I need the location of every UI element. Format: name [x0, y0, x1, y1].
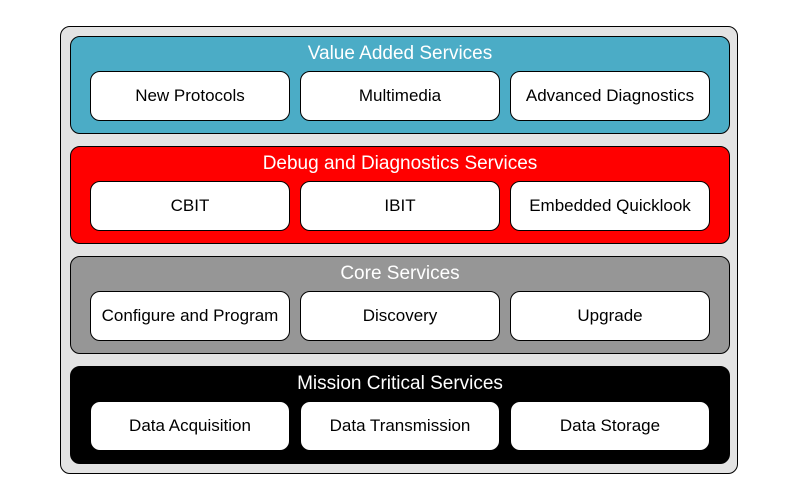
layer-debug-and-diagnostics-services: Debug and Diagnostics Services CBIT IBIT… — [70, 146, 730, 244]
service-box-cbit: CBIT — [90, 181, 290, 231]
layer-value-added-services: Value Added Services New Protocols Multi… — [70, 36, 730, 134]
layer-title: Mission Critical Services — [297, 373, 503, 394]
service-box-configure-and-program: Configure and Program — [90, 291, 290, 341]
service-box-multimedia: Multimedia — [300, 71, 500, 121]
service-box-new-protocols: New Protocols — [90, 71, 290, 121]
service-box-advanced-diagnostics: Advanced Diagnostics — [510, 71, 710, 121]
service-box-upgrade: Upgrade — [510, 291, 710, 341]
service-box-ibit: IBIT — [300, 181, 500, 231]
layer-core-services: Core Services Configure and Program Disc… — [70, 256, 730, 354]
service-box-data-acquisition: Data Acquisition — [90, 401, 290, 451]
service-box-discovery: Discovery — [300, 291, 500, 341]
layer-title: Value Added Services — [307, 43, 493, 64]
layer-mission-critical-services: Mission Critical Services Data Acquisiti… — [70, 366, 730, 464]
layer-title: Core Services — [340, 263, 460, 284]
service-box-data-transmission: Data Transmission — [300, 401, 500, 451]
service-box-data-storage: Data Storage — [510, 401, 710, 451]
service-box-embedded-quicklook: Embedded Quicklook — [510, 181, 710, 231]
layer-title: Debug and Diagnostics Services — [262, 153, 538, 174]
